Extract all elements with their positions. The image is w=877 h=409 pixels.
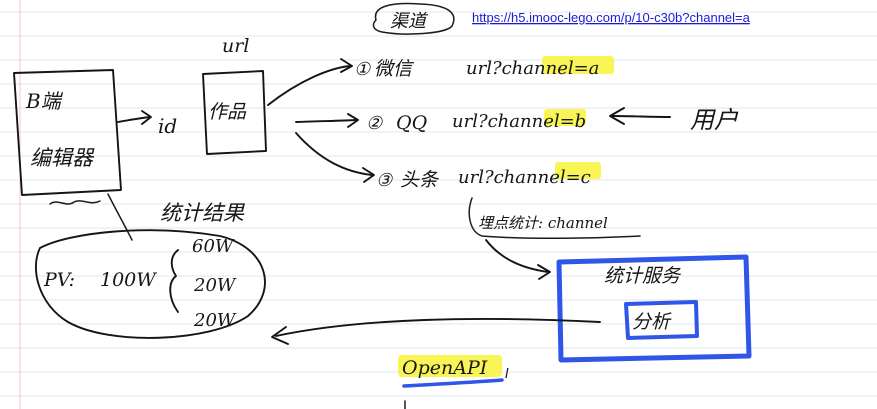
arrow-to-service [485, 239, 549, 273]
work-box [202, 70, 267, 155]
arrow-to-channel-1 [267, 65, 351, 106]
b-side-label: B端 [25, 89, 64, 113]
user-label: 用户 [690, 106, 739, 134]
arrow-service-to-result [275, 318, 601, 337]
track-stats-label: 埋点统计: channel [478, 214, 608, 232]
breakdown-3: 20W [193, 310, 237, 331]
highlight-channel-a [542, 56, 614, 74]
url-label: url [222, 35, 249, 57]
arrow-from-user-head [609, 107, 625, 125]
stats-service-label: 统计服务 [604, 265, 682, 287]
pv-total: 100W [100, 269, 157, 291]
id-label: id [158, 114, 177, 138]
channel-3-number: ③ [376, 170, 393, 191]
stats-service-box [556, 254, 752, 363]
channel-3-url: url?channel=c [458, 167, 591, 188]
cursor-ibeam: I [505, 367, 509, 382]
arrow-to-channel-2 [295, 119, 357, 123]
breakdown-2: 20W [193, 275, 237, 296]
arrow-to-channel-2-head [347, 113, 359, 128]
pv-label: PV: [43, 269, 75, 291]
channel-title: 渠道 [390, 11, 429, 32]
breakdown-brace [169, 249, 179, 313]
analyze-box [624, 300, 699, 340]
open-api-underline [402, 378, 504, 388]
arrow-from-user [611, 115, 671, 118]
editor-label: 编辑器 [30, 146, 95, 170]
highlight-open-api [398, 355, 502, 377]
channel-3-name: 头条 [400, 169, 440, 191]
channel-1-number: ① [354, 59, 371, 80]
editor-to-result-line [107, 193, 133, 241]
result-ellipse [35, 229, 266, 339]
channel-2-number: ② [366, 113, 383, 134]
arrow-to-channel-1-head [340, 58, 353, 73]
channel-title-outline [372, 2, 455, 35]
work-label: 作品 [208, 101, 247, 123]
channel-2-name: QQ [396, 112, 427, 134]
open-api-label: OpenAPI [402, 357, 488, 379]
channel-1-name: 微信 [374, 58, 415, 80]
url-link[interactable]: https://h5.imooc-lego.com/p/10-c30b?chan… [472, 10, 751, 25]
stats-result-label: 统计结果 [160, 201, 245, 225]
arrow-editor-to-id-head [141, 110, 152, 125]
channel-2-url: url?channel=b [452, 111, 586, 132]
highlight-channel-b [544, 109, 586, 126]
arrow-to-channel-3 [295, 132, 373, 176]
track-underline [468, 197, 641, 240]
editor-scribble [49, 200, 101, 205]
arrow-to-channel-3-head [362, 167, 375, 183]
channel-1-url: url?channel=a [466, 58, 599, 79]
editor-box [13, 69, 122, 196]
analyze-label: 分析 [632, 311, 672, 333]
arrow-to-service-head [537, 264, 551, 280]
highlight-channel-c [555, 162, 601, 179]
ruled-lines [0, 11, 877, 397]
breakdown-1: 60W [192, 236, 235, 257]
arrow-editor-to-id [117, 116, 151, 123]
arrow-service-to-result-head [271, 326, 289, 345]
